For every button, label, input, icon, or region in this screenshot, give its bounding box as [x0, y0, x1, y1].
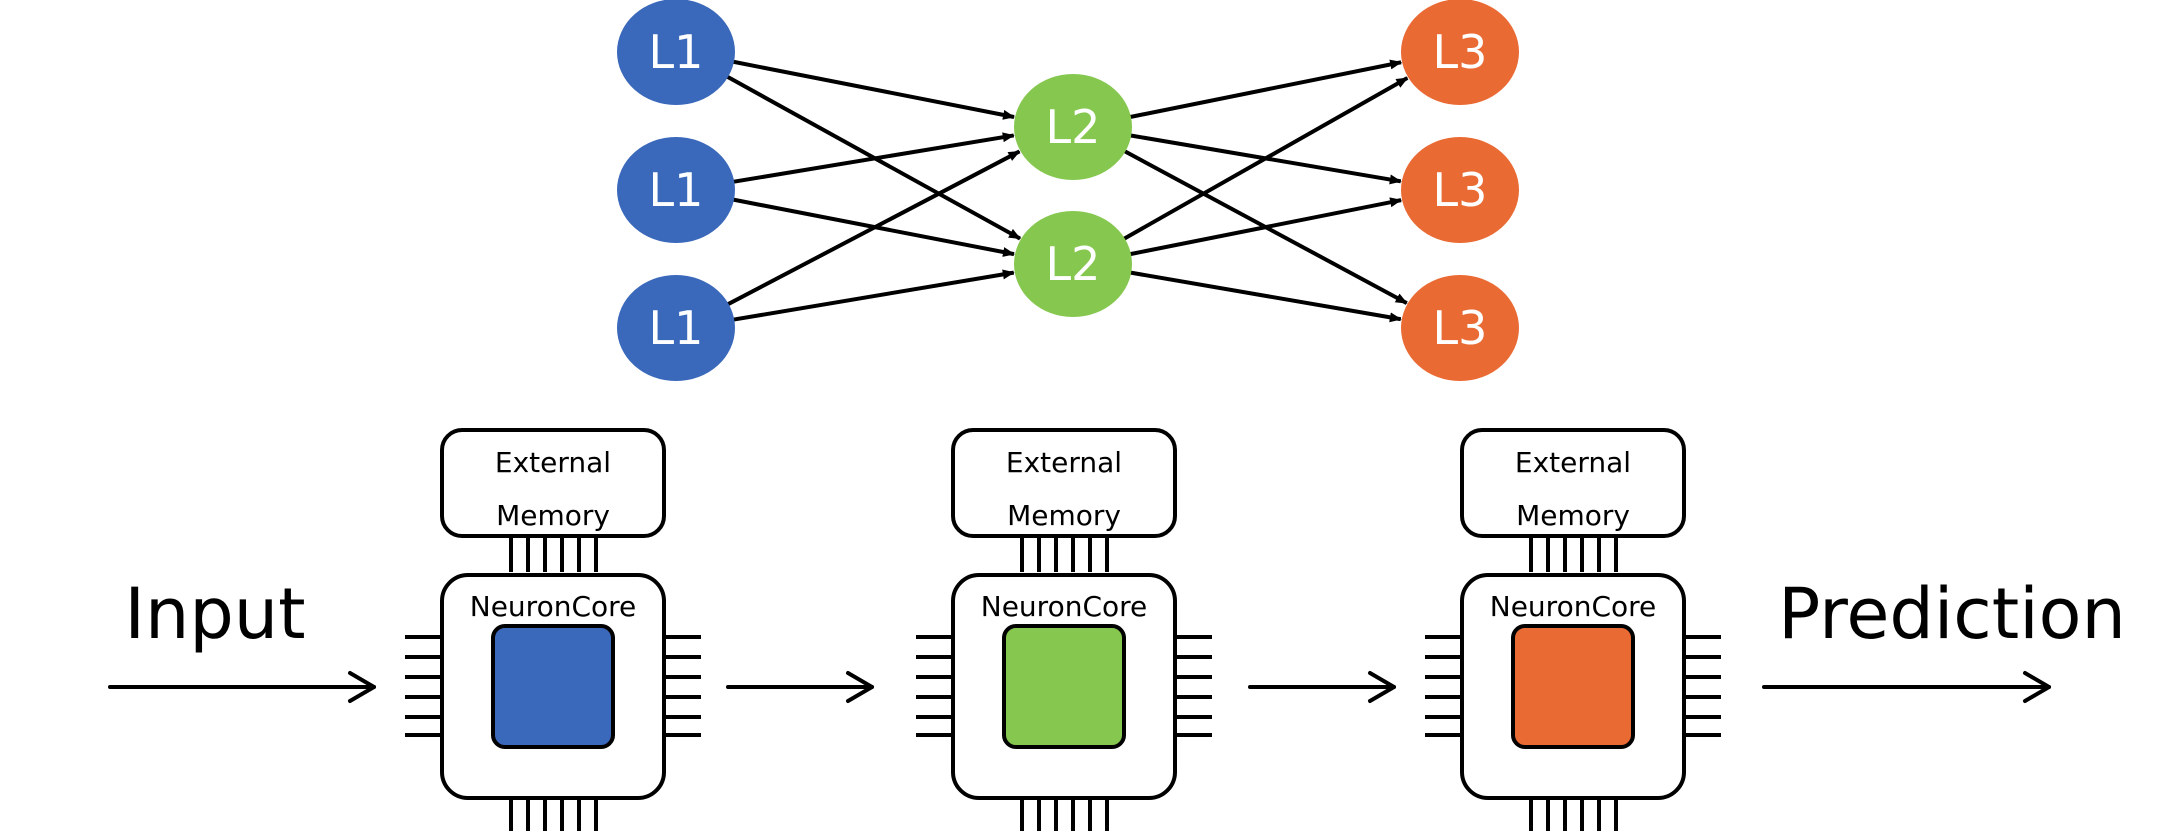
node-label: L2: [1046, 100, 1101, 154]
node-l3-1: L3: [1401, 0, 1519, 105]
arrow-stage-2-3: [1248, 671, 1396, 703]
node-circle: [1014, 211, 1132, 317]
chip-pins: [916, 538, 1212, 831]
chip-pins: [405, 538, 701, 831]
node-label: L3: [1433, 163, 1488, 217]
neuroncore-square: [491, 624, 615, 749]
pipeline-arrows: [108, 671, 2051, 703]
neuroncore-square: [1511, 624, 1635, 749]
memory-label-line2: Memory: [1007, 499, 1121, 532]
neuroncore-label: NeuronCore: [1490, 590, 1657, 623]
network-edge: [731, 59, 1016, 120]
node-circle: [617, 137, 735, 243]
memory-label-line1: External: [1515, 446, 1631, 479]
node-l3-2: L3: [1401, 137, 1519, 243]
network-edge: [725, 149, 1021, 307]
node-label: L3: [1433, 25, 1488, 79]
node-l2-2: L2: [1014, 211, 1132, 317]
arrow-output: [1762, 671, 2051, 703]
network-edge: [731, 269, 1015, 322]
node-label: L1: [649, 163, 704, 217]
chip-pins: [1425, 538, 1721, 831]
node-l1-1: L1: [617, 0, 735, 105]
node-label: L2: [1046, 237, 1101, 291]
arrow-stage-1-2: [726, 671, 874, 703]
node-circle: [1014, 74, 1132, 180]
chips: ExternalMemoryNeuronCoreExternalMemoryNe…: [405, 428, 1721, 831]
network-edge: [1122, 76, 1409, 242]
network-edge: [1128, 270, 1402, 323]
neuroncore-square: [1002, 624, 1126, 749]
node-circle: [617, 275, 735, 381]
memory-label-line2: Memory: [1516, 499, 1630, 532]
network-edge: [1128, 59, 1403, 120]
network-edge: [1128, 197, 1403, 257]
network-edges: [725, 59, 1409, 323]
node-l1-3: L1: [617, 275, 735, 381]
memory-label-line2: Memory: [496, 499, 610, 532]
network-edge: [731, 132, 1015, 184]
memory-label-line1: External: [1006, 446, 1122, 479]
node-label: L3: [1433, 301, 1488, 355]
node-circle: [1401, 0, 1519, 105]
neuroncore-label: NeuronCore: [981, 590, 1148, 623]
node-circle: [1401, 137, 1519, 243]
node-l1-2: L1: [617, 137, 735, 243]
input-label: Input: [124, 573, 305, 655]
arrow-input: [108, 671, 376, 703]
node-l2-1: L2: [1014, 74, 1132, 180]
node-label: L1: [649, 25, 704, 79]
memory-label-line1: External: [495, 446, 611, 479]
node-label: L1: [649, 301, 704, 355]
node-circle: [1401, 275, 1519, 381]
node-l3-3: L3: [1401, 275, 1519, 381]
node-circle: [617, 0, 735, 105]
neuroncore-label: NeuronCore: [470, 590, 637, 623]
prediction-label: Prediction: [1778, 573, 2126, 655]
